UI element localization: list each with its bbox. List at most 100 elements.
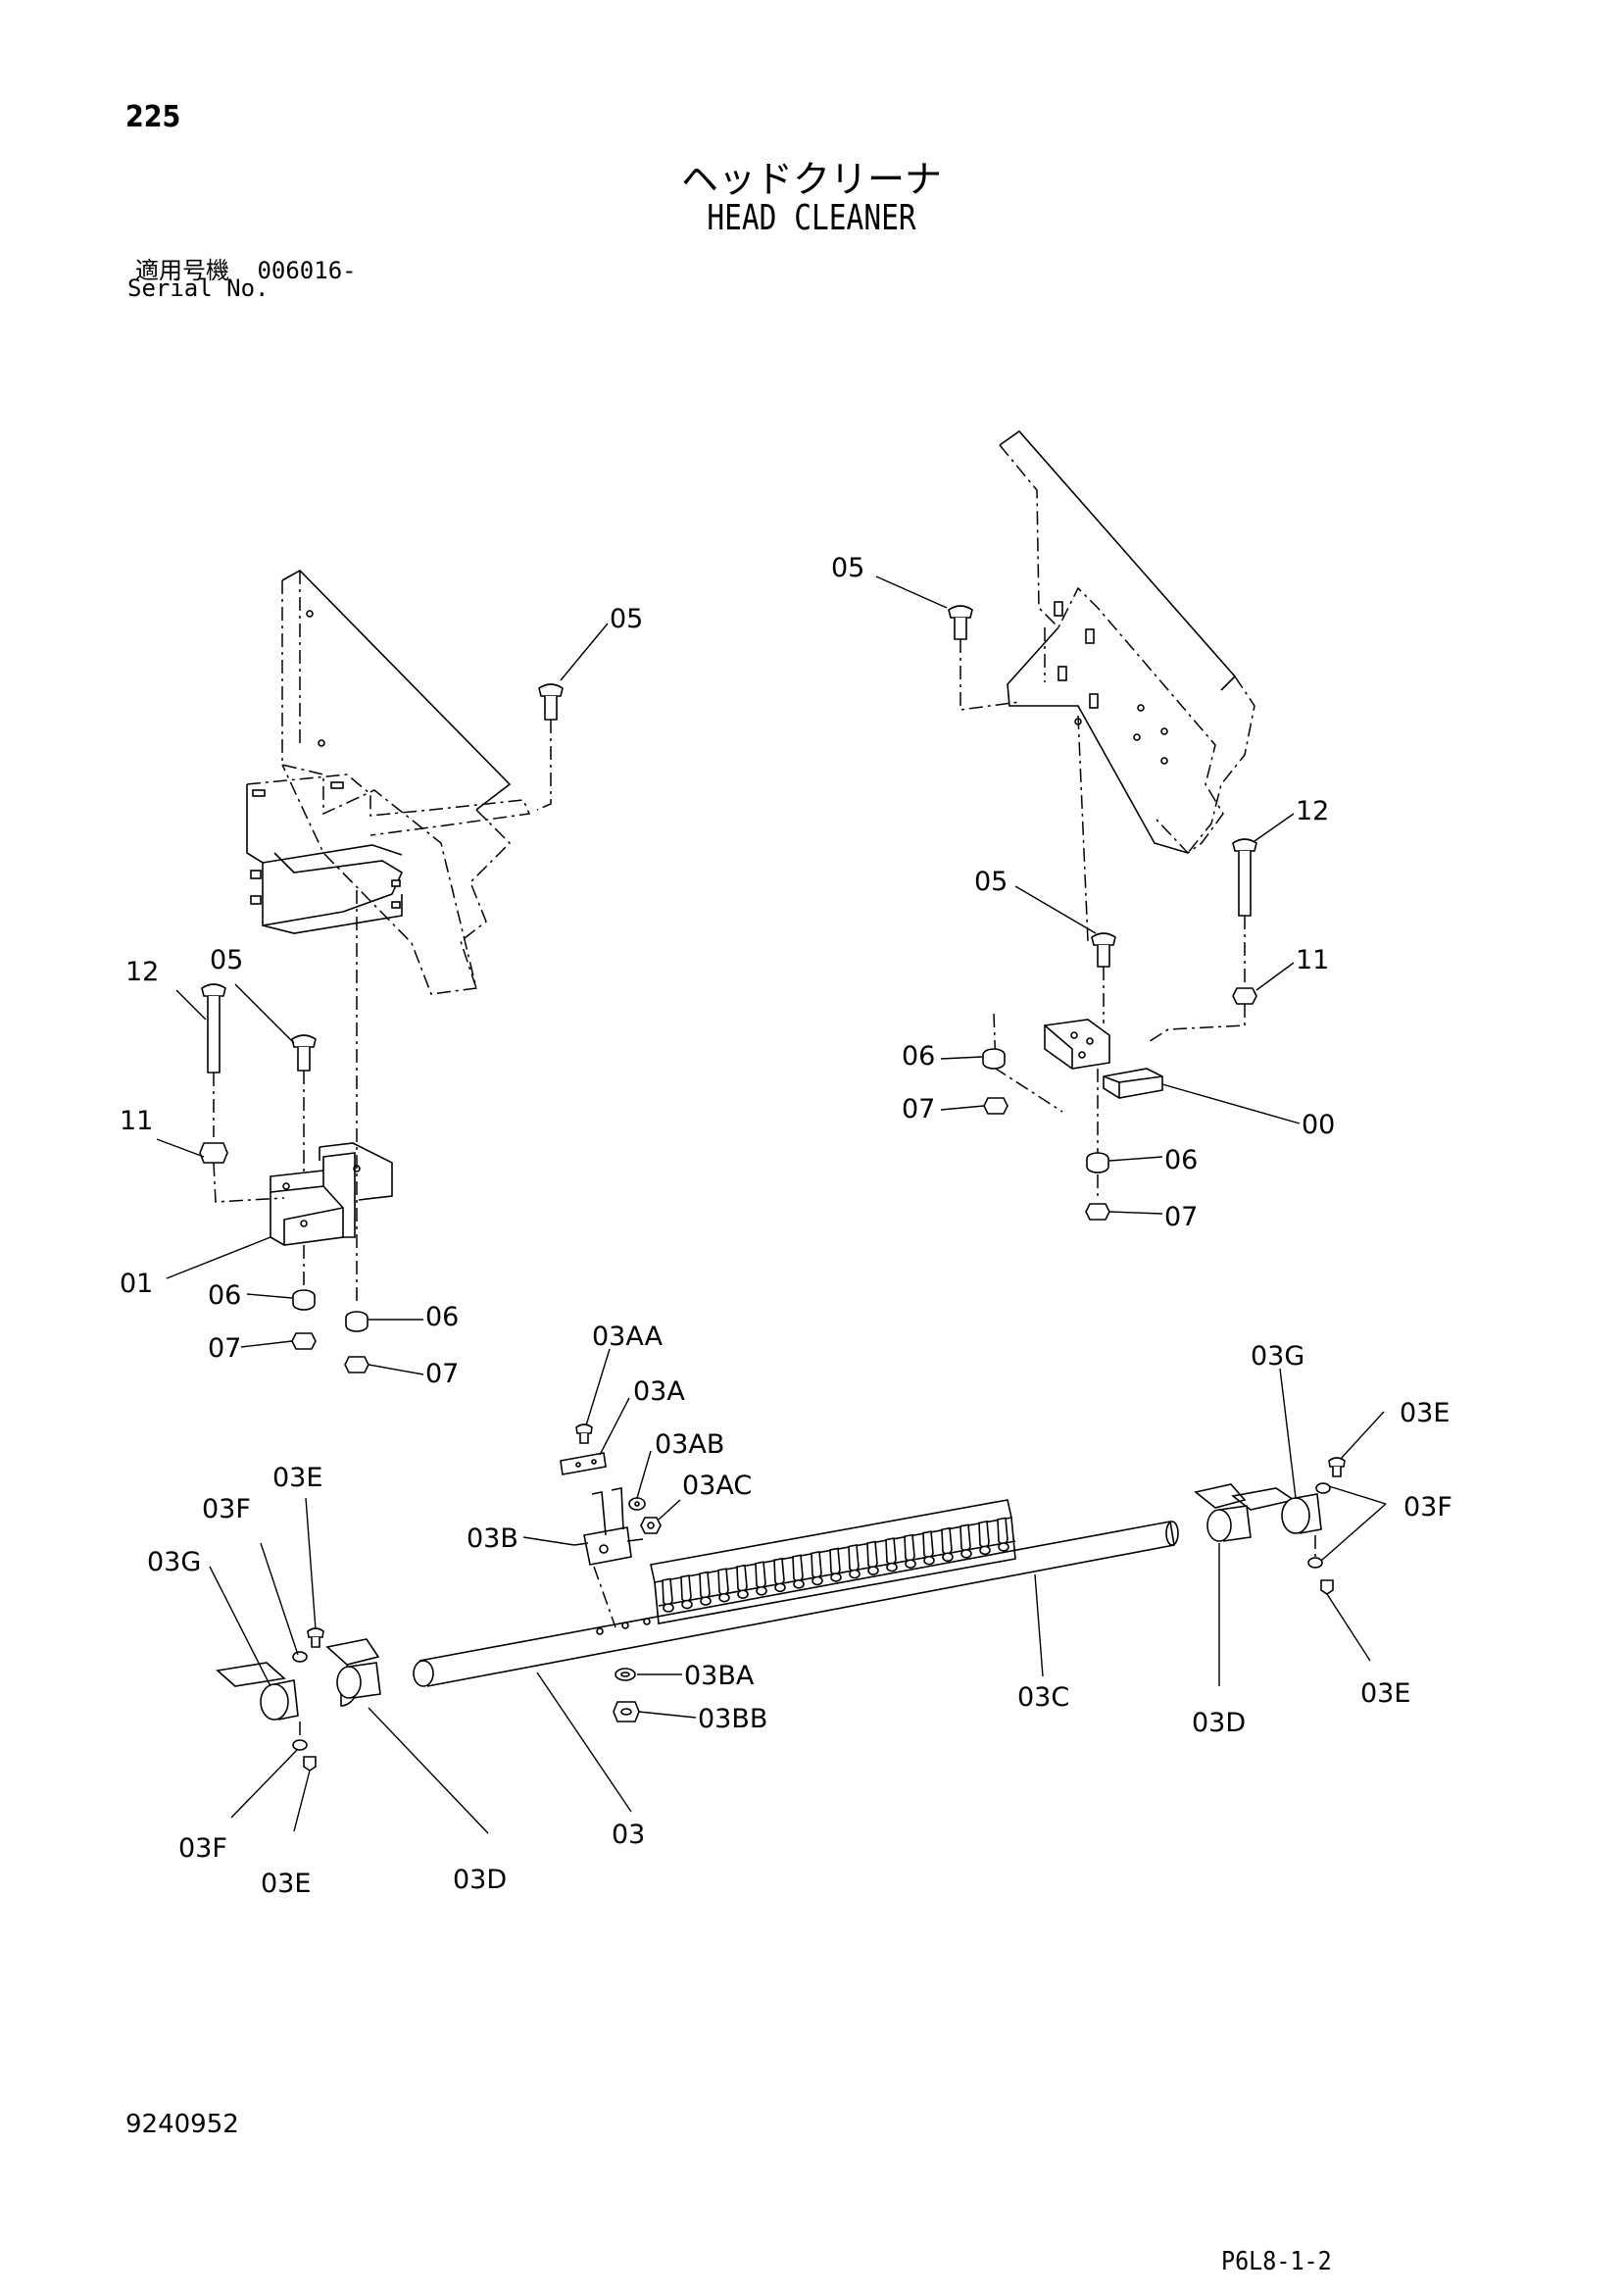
blade-rivet (849, 1569, 861, 1579)
left-nut-11 (199, 1142, 285, 1203)
blade-tooth (941, 1526, 953, 1555)
callout-03AC: 03AC (682, 1471, 752, 1501)
blade-rivet (793, 1579, 805, 1589)
right-nut-11 (1146, 987, 1257, 1044)
nut-03BB (613, 1701, 640, 1722)
left-bushing-03D (325, 1638, 381, 1707)
right-bushing-03D (1194, 1483, 1252, 1542)
callout-03G: 03G (147, 1547, 201, 1577)
left-screw-03E-top (307, 1627, 324, 1648)
right-screw-03E-top (1328, 1457, 1346, 1477)
serial-range: 適用号機 006016- (135, 251, 357, 285)
washer-03AB (628, 1497, 646, 1511)
blade-rivet (867, 1566, 879, 1575)
right-bracket-00 (993, 1013, 1163, 1113)
callout-06: 06 (902, 1041, 935, 1072)
left-washer-03F-top (292, 1651, 308, 1663)
screw-03AA (575, 1423, 593, 1444)
callout-06: 06 (1164, 1145, 1198, 1175)
blade-tooth (885, 1537, 897, 1565)
callout-07: 07 (425, 1359, 459, 1389)
blade-rivet (737, 1589, 749, 1599)
blade-rivet (960, 1549, 972, 1559)
right-bolt-05-mid (1077, 715, 1116, 1023)
blade-tooth (959, 1523, 971, 1552)
page-title-english: HEAD CLEANER (707, 198, 916, 238)
left-bolt-12 (201, 983, 226, 1137)
callout-12: 12 (1296, 796, 1329, 826)
right-washer-03F-bot (1307, 1535, 1323, 1569)
callout-03D: 03D (1192, 1708, 1246, 1738)
blade-rivet (812, 1575, 823, 1586)
callout-03E: 03E (272, 1463, 322, 1493)
blade-tooth (717, 1568, 729, 1596)
blade-rivet (663, 1603, 674, 1613)
cleaner-shaft-03C (413, 1521, 1179, 1687)
blade-tooth (755, 1561, 766, 1589)
callout-03AA: 03AA (592, 1322, 664, 1352)
callout-03A: 03A (633, 1376, 685, 1407)
blade-tooth (978, 1520, 990, 1548)
callout-05: 05 (974, 867, 1008, 897)
blade-tooth (662, 1577, 673, 1606)
callout-03D: 03D (453, 1865, 507, 1895)
callout-03C: 03C (1017, 1682, 1069, 1713)
left-washer-03F-bot (292, 1722, 308, 1751)
right-bolt-12 (1232, 838, 1257, 986)
callout-03BB: 03BB (698, 1704, 767, 1734)
blade-tooth (848, 1544, 860, 1572)
washer-03BA (615, 1668, 636, 1681)
right-screw-03E-bot (1320, 1579, 1334, 1595)
callout-03B: 03B (467, 1523, 518, 1554)
left-frame-panel (281, 570, 512, 995)
blade-rivet (700, 1596, 712, 1606)
callout-03F: 03F (178, 1833, 227, 1864)
callout-00: 00 (1302, 1110, 1335, 1140)
callout-03E: 03E (261, 1869, 311, 1899)
blade-tooth (922, 1530, 934, 1559)
left-screw-03E-bot (303, 1756, 317, 1772)
callout-06: 06 (208, 1280, 241, 1311)
right-bolt-05-top (948, 605, 1020, 711)
left-arm-03G (216, 1662, 299, 1721)
blade-rivet (923, 1555, 935, 1566)
right-washer-06-a (982, 1048, 1006, 1070)
blade-tooth (811, 1550, 822, 1578)
callout-06: 06 (425, 1302, 459, 1332)
left-washer-06-b (345, 1311, 369, 1332)
callout-11: 11 (120, 1106, 153, 1136)
right-nut-07-a (983, 1097, 1008, 1115)
cleaner-blade-teeth (662, 1517, 1009, 1613)
page-title-japanese: ヘッドクリーナ (680, 158, 942, 201)
right-washer-03F-top (1315, 1482, 1331, 1494)
callout-03E: 03E (1400, 1398, 1450, 1428)
serial-label-english: Serial No. (127, 275, 270, 302)
blade-rivet (905, 1559, 916, 1569)
callout-05: 05 (831, 553, 864, 583)
blade-rivet (774, 1582, 786, 1593)
blade-tooth (699, 1571, 711, 1599)
callout-03F: 03F (202, 1494, 251, 1524)
left-mount-plate (246, 774, 531, 934)
right-arm-03G (1231, 1487, 1322, 1534)
callout-05: 05 (610, 604, 643, 634)
serial-value: 006016- (257, 257, 357, 284)
callout-07: 07 (1164, 1202, 1198, 1232)
leader-lines (156, 575, 1387, 1834)
callout-12: 12 (125, 957, 159, 987)
left-bolt-05-mid (291, 1034, 317, 1176)
blade-tooth (792, 1554, 804, 1582)
blade-rivet (830, 1572, 842, 1582)
callout-03G: 03G (1251, 1341, 1304, 1372)
blade-rivet (886, 1562, 898, 1572)
blade-tooth (997, 1517, 1008, 1545)
right-frame-panel (999, 429, 1255, 854)
clamp-03B (573, 1487, 644, 1628)
left-bolt-05-top (536, 683, 564, 811)
blade-tooth (773, 1557, 785, 1585)
left-bracket-01 (270, 1142, 393, 1246)
right-nut-07-b (1085, 1203, 1110, 1221)
serial-label-japanese: 適用号機 (135, 257, 229, 284)
drawing-number: 9240952 (125, 2110, 239, 2139)
